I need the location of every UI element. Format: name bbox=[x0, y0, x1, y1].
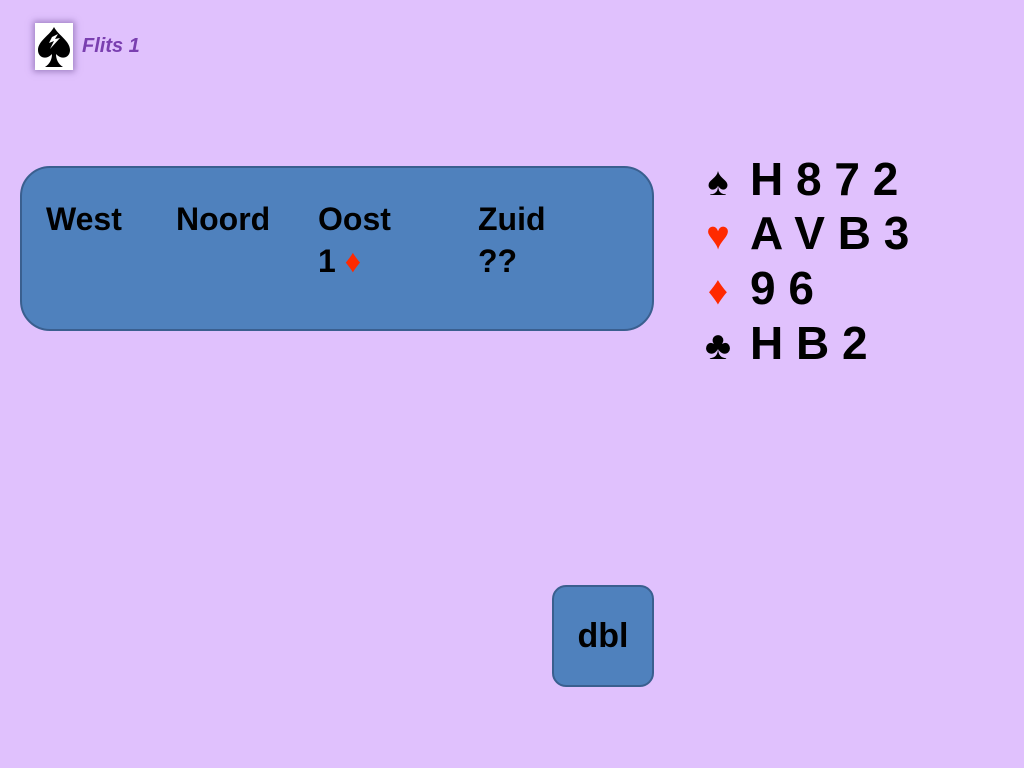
heart-cards: A V B 3 bbox=[750, 207, 910, 259]
hand-row-diamonds: ♦ 9 6 bbox=[698, 261, 814, 315]
bid-column-zuid: Zuid ?? bbox=[478, 198, 546, 282]
bid-oost: 1 ♦ bbox=[318, 240, 391, 282]
diamond-icon: ♦ bbox=[707, 269, 729, 313]
dbl-button[interactable]: dbl bbox=[552, 585, 654, 687]
bid-column-noord: Noord bbox=[176, 198, 270, 240]
hand-row-clubs: ♣ H B 2 bbox=[698, 316, 868, 370]
bid-column-west: West bbox=[46, 198, 122, 240]
bid-column-oost: Oost 1 ♦ bbox=[318, 198, 391, 282]
diamond-icon: ♦ bbox=[344, 243, 362, 279]
club-cards: H B 2 bbox=[750, 317, 868, 369]
spade-icon: ♠ bbox=[707, 160, 729, 204]
spade-icon bbox=[38, 26, 70, 67]
logo bbox=[35, 23, 73, 70]
player-label-zuid: Zuid bbox=[478, 201, 546, 237]
player-label-oost: Oost bbox=[318, 201, 391, 237]
spade-cards: H 8 7 2 bbox=[750, 153, 899, 205]
bidding-panel: West Noord Oost 1 ♦ Zuid ?? bbox=[20, 166, 654, 331]
page-title: Flits 1 bbox=[82, 35, 140, 57]
hand-row-spades: ♠ H 8 7 2 bbox=[698, 152, 898, 206]
heart-icon: ♥ bbox=[706, 214, 730, 258]
bid-zuid: ?? bbox=[478, 243, 518, 279]
player-label-noord: Noord bbox=[176, 201, 271, 237]
club-icon: ♣ bbox=[704, 324, 732, 368]
diamond-cards: 9 6 bbox=[750, 262, 814, 314]
hand-row-hearts: ♥ A V B 3 bbox=[698, 206, 909, 260]
bid-level: 1 bbox=[318, 243, 336, 279]
dbl-button-label: dbl bbox=[577, 616, 629, 655]
player-label-west: West bbox=[46, 201, 122, 237]
